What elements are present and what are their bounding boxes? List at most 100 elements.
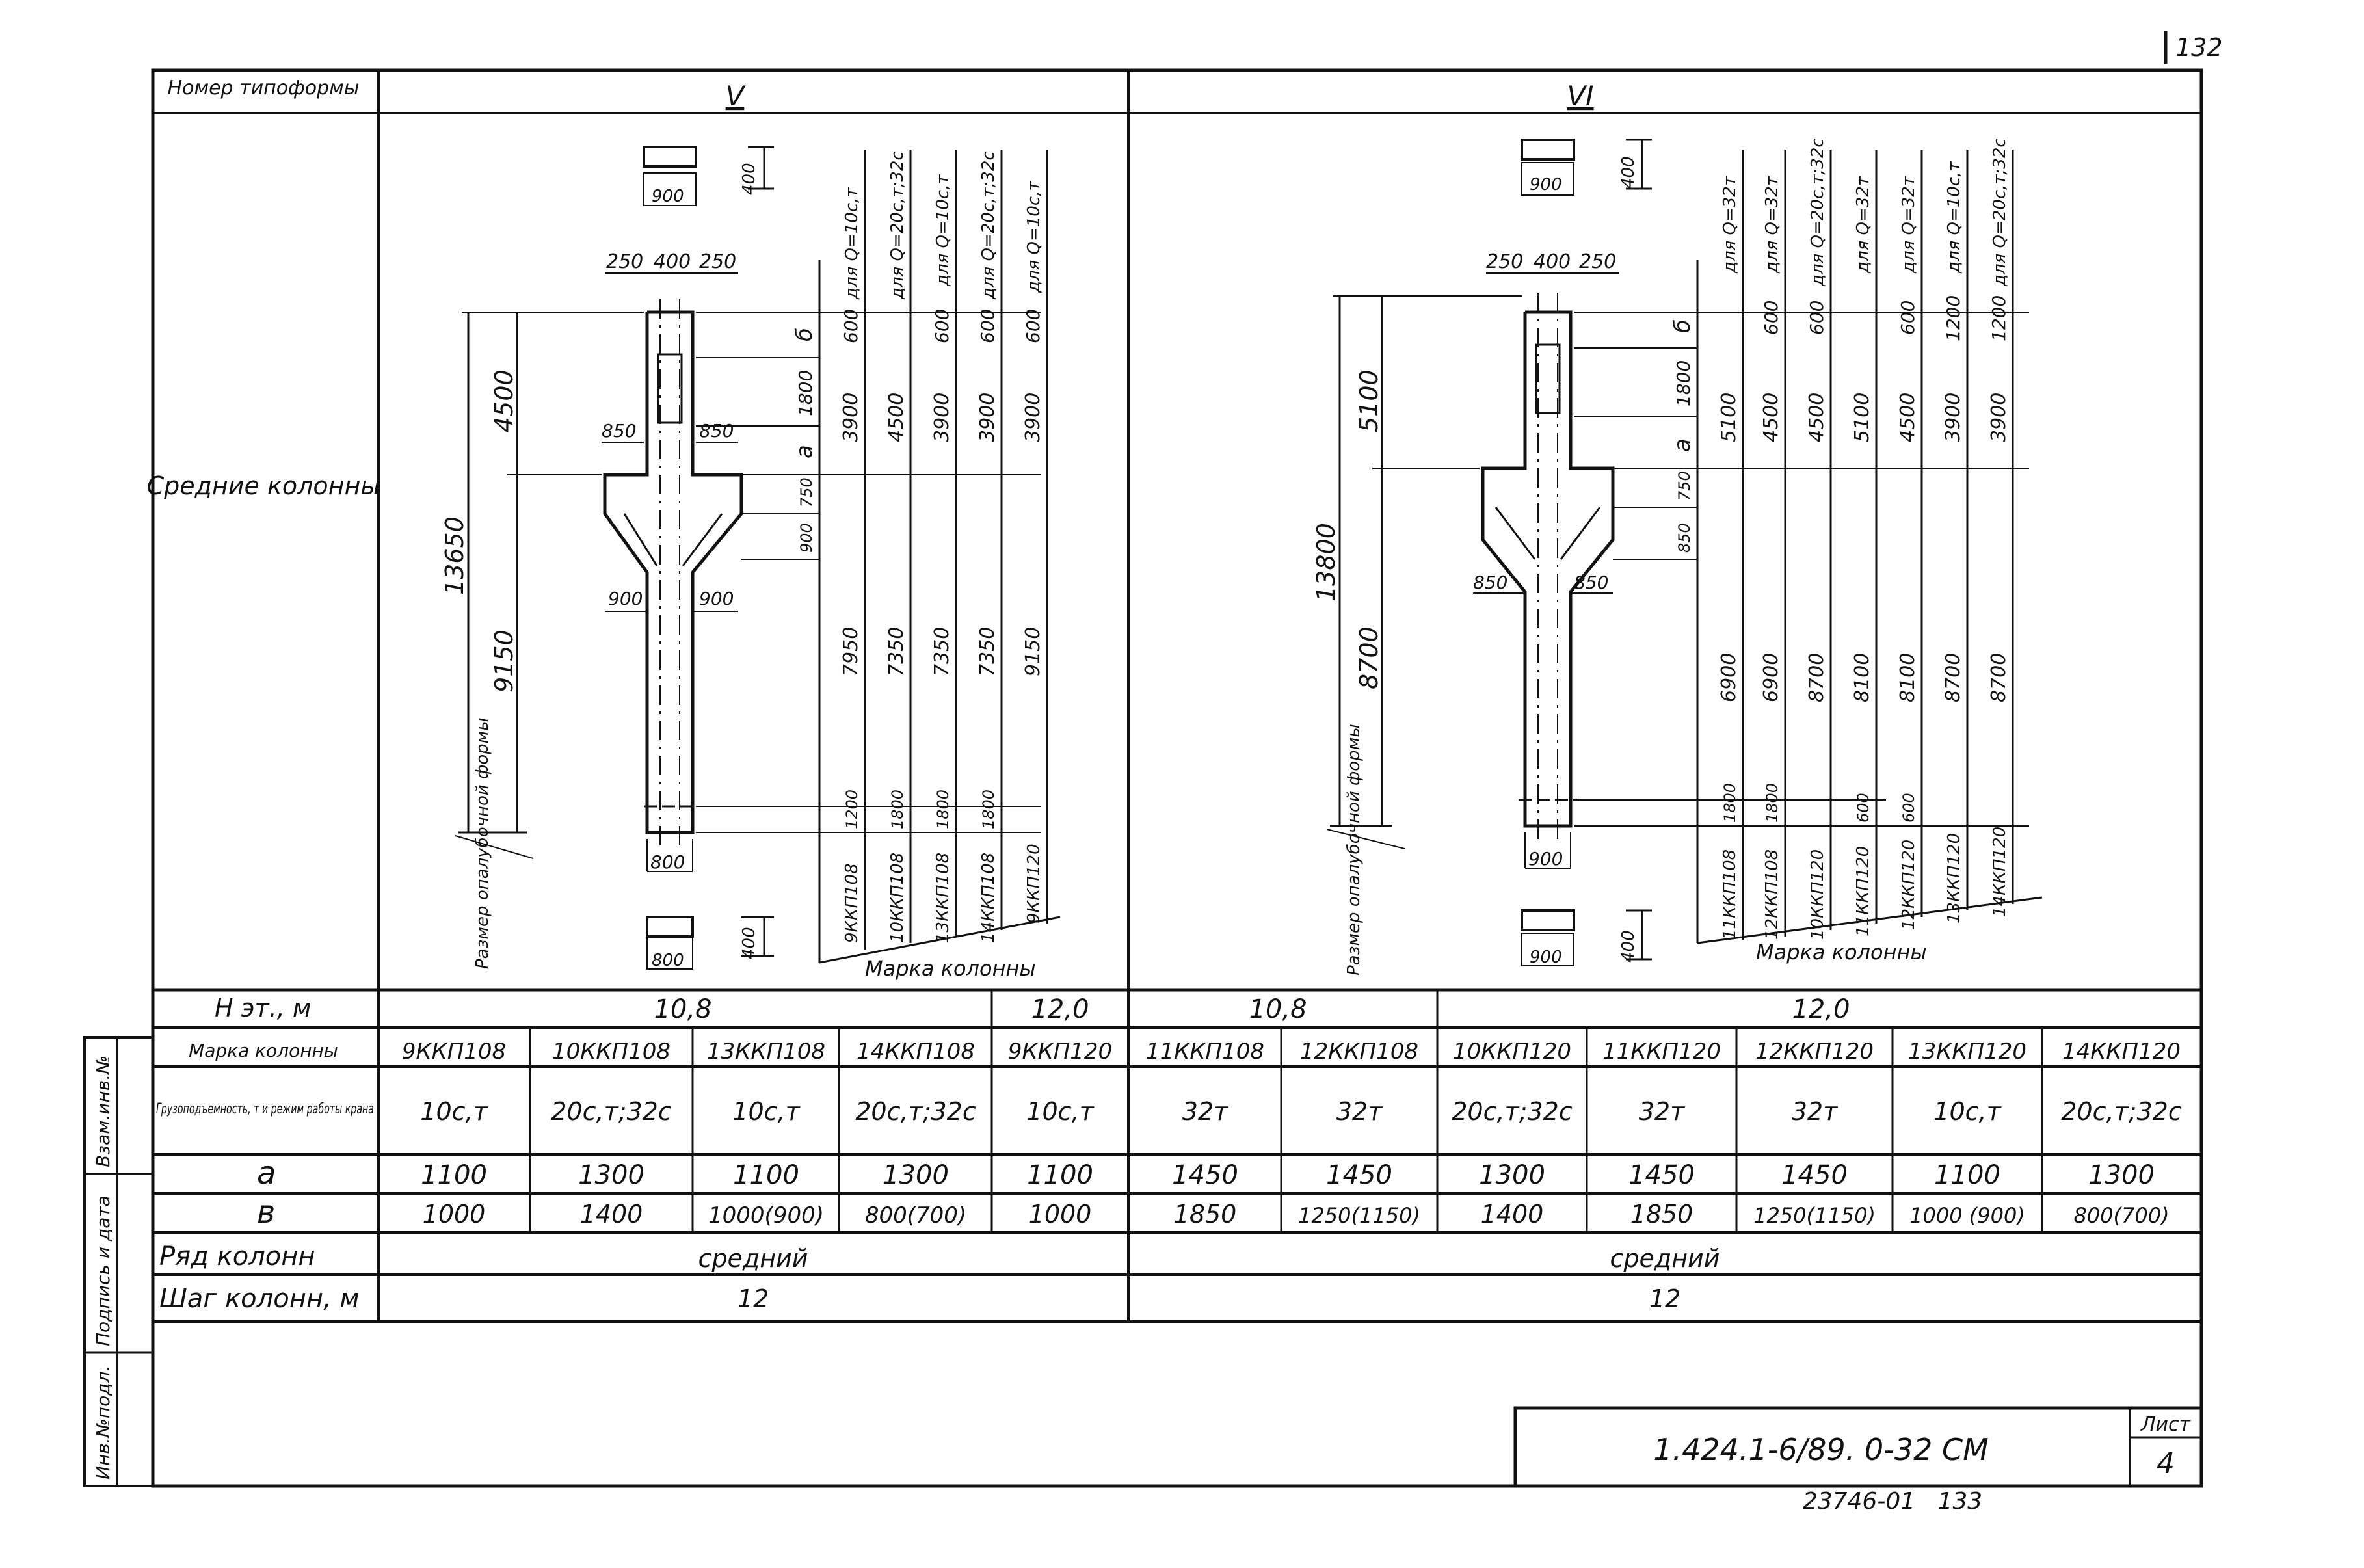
a-value-3: 1100	[733, 1160, 799, 1190]
left-col3-v3: 7350	[931, 627, 953, 676]
right-col3-v2: 4500	[1805, 393, 1828, 442]
capacity-6: 32т	[1182, 1097, 1229, 1126]
right-marks-caption: Марка колонны	[1756, 940, 1927, 964]
b-value-6: 1850	[1174, 1200, 1237, 1229]
a-value-4: 1300	[883, 1160, 949, 1190]
mark-6: 11ККП108	[1146, 1039, 1264, 1065]
right-col3-v1: 600	[1806, 300, 1827, 335]
side-stamp: Взам.инв.№ Подпись и дата Инв.№подл.	[83, 1036, 154, 1487]
capacity-2: 20с,т;32с	[551, 1097, 672, 1126]
mark-8: 10ККП120	[1453, 1039, 1571, 1065]
footer-number: 23746-01 133	[1803, 1488, 1982, 1515]
right-col5-mark: 12ККП120	[1899, 840, 1919, 930]
right-chain-750: 750	[1675, 471, 1693, 501]
right-col1-note: для Q=32т	[1720, 176, 1740, 274]
left-col4-mark: 14ККП108	[979, 853, 998, 943]
right-bottom-section-width: 900	[1530, 948, 1562, 967]
b-value-1: 1000	[423, 1200, 486, 1229]
left-bottom-section-height: 400	[739, 927, 759, 959]
mark-11: 13ККП120	[1908, 1039, 2026, 1065]
left-corbel-low-left: 900	[608, 588, 643, 609]
right-lower: 8700	[1355, 626, 1383, 689]
right-chain-b: б	[1669, 319, 1695, 333]
capacity-3: 10с,т	[732, 1097, 801, 1126]
right-col5-v3: 8100	[1896, 653, 1919, 702]
h-group-1: 10,8	[654, 994, 711, 1024]
right-col3-mark: 10ККП120	[1808, 849, 1827, 940]
section-left: V	[726, 80, 747, 112]
row-right: средний	[1610, 1244, 1720, 1273]
form-label: Номер типоформы	[168, 77, 360, 100]
right-col4-v3: 8100	[1851, 653, 1874, 702]
left-lower: 9150	[490, 630, 518, 693]
left-bottom-section-width: 800	[652, 951, 684, 970]
left-col5-mark: 9ККП120	[1024, 844, 1044, 924]
b-value-11: 1000 (900)	[1909, 1203, 2025, 1228]
capacity-12: 20с,т;32с	[2061, 1097, 2182, 1126]
right-top-section-height: 400	[1619, 156, 1638, 189]
left-col2-v2: 4500	[885, 393, 908, 442]
mark-9: 11ККП120	[1602, 1039, 1721, 1065]
b-value-2: 1400	[580, 1200, 643, 1229]
right-col6-mark: 13ККП120	[1945, 833, 1964, 924]
left-top-section-width: 900	[652, 187, 684, 206]
left-col5-note: для Q=10с,т	[1024, 181, 1044, 293]
capacity-9: 32т	[1639, 1097, 1686, 1126]
label-b: в	[257, 1194, 275, 1230]
a-value-6: 1450	[1172, 1160, 1238, 1190]
mark-3: 13ККП108	[707, 1039, 825, 1065]
mark-12: 14ККП120	[2062, 1039, 2181, 1065]
right-head-dim-2: 400	[1534, 250, 1571, 273]
document-code: 1.424.1-6/89. 0-32 СМ	[1653, 1432, 1989, 1467]
capacity-7: 32т	[1336, 1097, 1383, 1126]
section-right: VI	[1567, 80, 1593, 112]
left-base-width: 800	[650, 851, 685, 873]
right-col7-v3: 8700	[1987, 653, 2010, 702]
sheet-number: 4	[2157, 1447, 2175, 1480]
left-chain-750: 750	[797, 477, 816, 507]
stamp-inv-original: Инв.№подл.	[92, 1366, 114, 1480]
right-chain-1800: 1800	[1673, 360, 1694, 406]
left-col4-v3: 7350	[976, 627, 999, 676]
left-col3-v4: 1800	[934, 790, 952, 829]
right-upper: 5100	[1355, 369, 1383, 432]
left-col5-v2: 3900	[1022, 393, 1044, 442]
right-col3-note: для Q=20с,т;32с	[1808, 138, 1827, 287]
b-value-7: 1250(1150)	[1298, 1203, 1420, 1228]
right-col7-mark: 14ККП120	[1990, 827, 2010, 917]
left-col4-v4: 1800	[979, 790, 998, 829]
left-head-dim-2: 400	[654, 250, 691, 273]
spec-table: Н эт., м Марка колонны Грузоподъемность,…	[153, 988, 2201, 1323]
left-col1-v2: 3900	[840, 393, 862, 442]
right-total: 13800	[1312, 523, 1340, 602]
right-col5-v1: 600	[1897, 300, 1919, 335]
right-col6-v1: 1200	[1943, 295, 1964, 341]
left-col3-v1: 600	[931, 309, 953, 343]
a-value-7: 1450	[1326, 1160, 1392, 1190]
b-value-9: 1850	[1630, 1200, 1693, 1229]
left-chain-b: б	[791, 328, 817, 341]
a-value-1: 1100	[421, 1160, 487, 1190]
right-col1-mark: 11ККП108	[1720, 849, 1740, 940]
row-left: средний	[698, 1244, 808, 1273]
mark-1: 9ККП108	[402, 1039, 506, 1065]
left-col4-note: для Q=20с,т;32с	[979, 151, 998, 300]
mark-2: 10ККП108	[552, 1039, 671, 1065]
right-column-drawing: 900 400 250 400 250 850 850 13800 5100 8…	[1312, 138, 2043, 976]
right-col1-v3: 6900	[1718, 653, 1740, 702]
left-col2-v3: 7350	[885, 627, 908, 676]
step-left: 12	[737, 1284, 769, 1313]
right-col2-v1: 600	[1760, 300, 1782, 335]
right-corbel-low-right: 850	[1574, 572, 1608, 593]
a-value-10: 1450	[1781, 1160, 1848, 1190]
label-a: а	[257, 1155, 276, 1191]
capacity-5: 10с,т	[1026, 1097, 1095, 1126]
left-head-dim-3: 250	[699, 250, 736, 273]
right-col4-mark: 11ККП120	[1853, 846, 1873, 937]
right-col6-v2: 3900	[1942, 393, 1965, 442]
right-head-dim-3: 250	[1579, 250, 1616, 273]
b-value-4: 800(700)	[865, 1203, 966, 1229]
right-corbel-low-left: 850	[1473, 572, 1507, 593]
capacity-4: 20с,т;32с	[855, 1097, 976, 1126]
right-col2-v3: 6900	[1760, 653, 1783, 702]
